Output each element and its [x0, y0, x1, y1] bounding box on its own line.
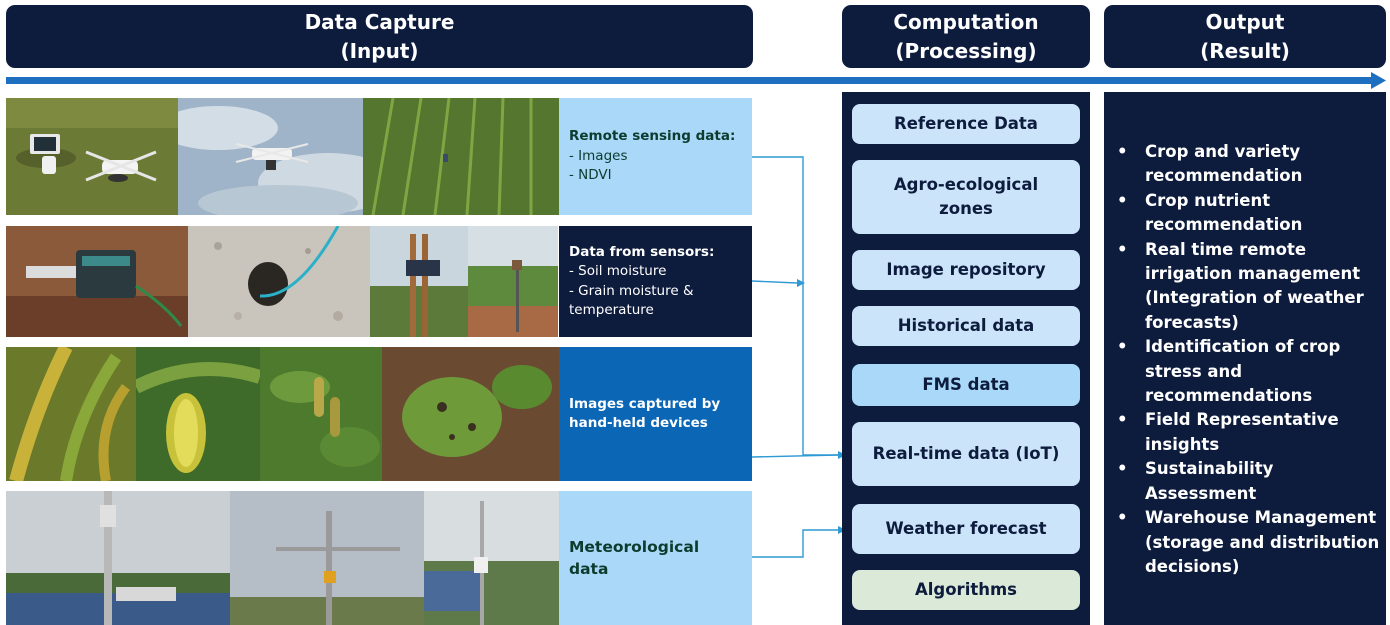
- bullet-icon: •: [1117, 142, 1128, 161]
- photo-weather-station-solar: [6, 491, 230, 625]
- photo-drone-on-grass: [6, 98, 178, 215]
- output-item: •Sustainability Assessment: [1117, 459, 1274, 503]
- output-item: •Real time remote irrigation management …: [1117, 239, 1364, 332]
- process-algorithms: Algorithms: [852, 570, 1080, 610]
- process-image-repository: Image repository: [852, 250, 1080, 290]
- process-fms-data: FMS data: [852, 364, 1080, 406]
- header-capture-line1: Data Capture: [304, 10, 455, 34]
- header-output-line2: (Result): [1200, 39, 1290, 63]
- bullet-icon: •: [1117, 190, 1128, 210]
- header-computation-line2: (Processing): [895, 39, 1037, 63]
- header-output-line1: Output: [1205, 10, 1285, 34]
- remote-sensing-title: Remote sensing data:: [569, 128, 736, 145]
- sensors-title: Data from sensors:: [569, 243, 715, 260]
- bullet-icon: •: [1117, 410, 1128, 430]
- remote-sensing-item-ndvi: - NDVI: [569, 167, 612, 184]
- main-flow-arrow: [6, 72, 1386, 89]
- process-real-time-data: Real-time data (IoT): [852, 422, 1080, 486]
- bullet-icon: •: [1117, 508, 1128, 528]
- meteorological-title-line1: Meteorological: [569, 538, 700, 556]
- output-item: •Warehouse Management (storage and distr…: [1117, 508, 1380, 576]
- process-agro-ecological-zones: Agro-ecological zones: [852, 160, 1080, 234]
- output-item: •Crop nutrient recommendation: [1117, 190, 1303, 235]
- input-label-remote-sensing: Remote sensing data: - Images - NDVI: [559, 98, 752, 215]
- input-label-sensors: Data from sensors: - Soil moisture - Gra…: [559, 226, 752, 337]
- header-computation-line1: Computation: [893, 10, 1039, 34]
- handheld-title-line2: hand-held devices: [569, 415, 708, 431]
- photo-crop-field-top: [363, 98, 559, 215]
- output-item: •Identification of crop stress and recom…: [1117, 337, 1341, 406]
- bullet-icon: •: [1117, 239, 1128, 259]
- output-panel: •Crop and variety recommendation •Crop n…: [1104, 92, 1386, 625]
- process-weather-forecast: Weather forecast: [852, 504, 1080, 554]
- bullet-icon: •: [1117, 337, 1128, 357]
- sensors-item-soil-moisture: - Soil moisture: [569, 263, 667, 279]
- remote-sensing-item-images: - Images: [569, 147, 628, 164]
- photo-drone-in-sky: [178, 98, 363, 215]
- photo-weather-mast: [424, 491, 559, 625]
- photo-maize-cob: [136, 347, 260, 481]
- photo-maize-leaves: [6, 347, 136, 481]
- photo-field-sensor: [468, 226, 558, 337]
- output-item: •Field Representative insights: [1117, 410, 1339, 454]
- header-capture-line2: (Input): [340, 39, 419, 63]
- header-output: Output (Result): [1104, 5, 1386, 68]
- photo-soil-sensor-box: [6, 226, 188, 337]
- photo-soybean-pods: [260, 347, 382, 481]
- sensors-item-temperature: temperature: [569, 302, 654, 318]
- photo-soil-hole: [188, 226, 370, 337]
- connector-arrowheads: [797, 279, 846, 534]
- bullet-icon: •: [1117, 459, 1128, 479]
- handheld-title-line1: Images captured by: [569, 395, 721, 412]
- input-label-meteorological: Meteorological data: [559, 491, 752, 625]
- photo-damaged-leaf: [382, 347, 559, 481]
- photo-anemometer: [230, 491, 424, 625]
- input-label-handheld: Images captured by hand-held devices: [559, 347, 752, 481]
- sensors-item-grain-moisture: - Grain moisture &: [569, 282, 694, 299]
- output-list: •Crop and variety recommendation •Crop n…: [1116, 140, 1386, 579]
- photo-solar-sensor-pole: [370, 226, 468, 337]
- process-historical-data: Historical data: [852, 306, 1080, 346]
- output-item: •Crop and variety recommendation: [1117, 142, 1303, 186]
- process-reference-data: Reference Data: [852, 104, 1080, 144]
- connector-lines: [751, 156, 839, 558]
- header-computation: Computation (Processing): [842, 5, 1090, 68]
- header-data-capture: Data Capture (Input): [6, 5, 753, 68]
- computation-panel: Reference Data Agro-ecological zones Ima…: [842, 92, 1090, 625]
- meteorological-title-line2: data: [569, 560, 609, 578]
